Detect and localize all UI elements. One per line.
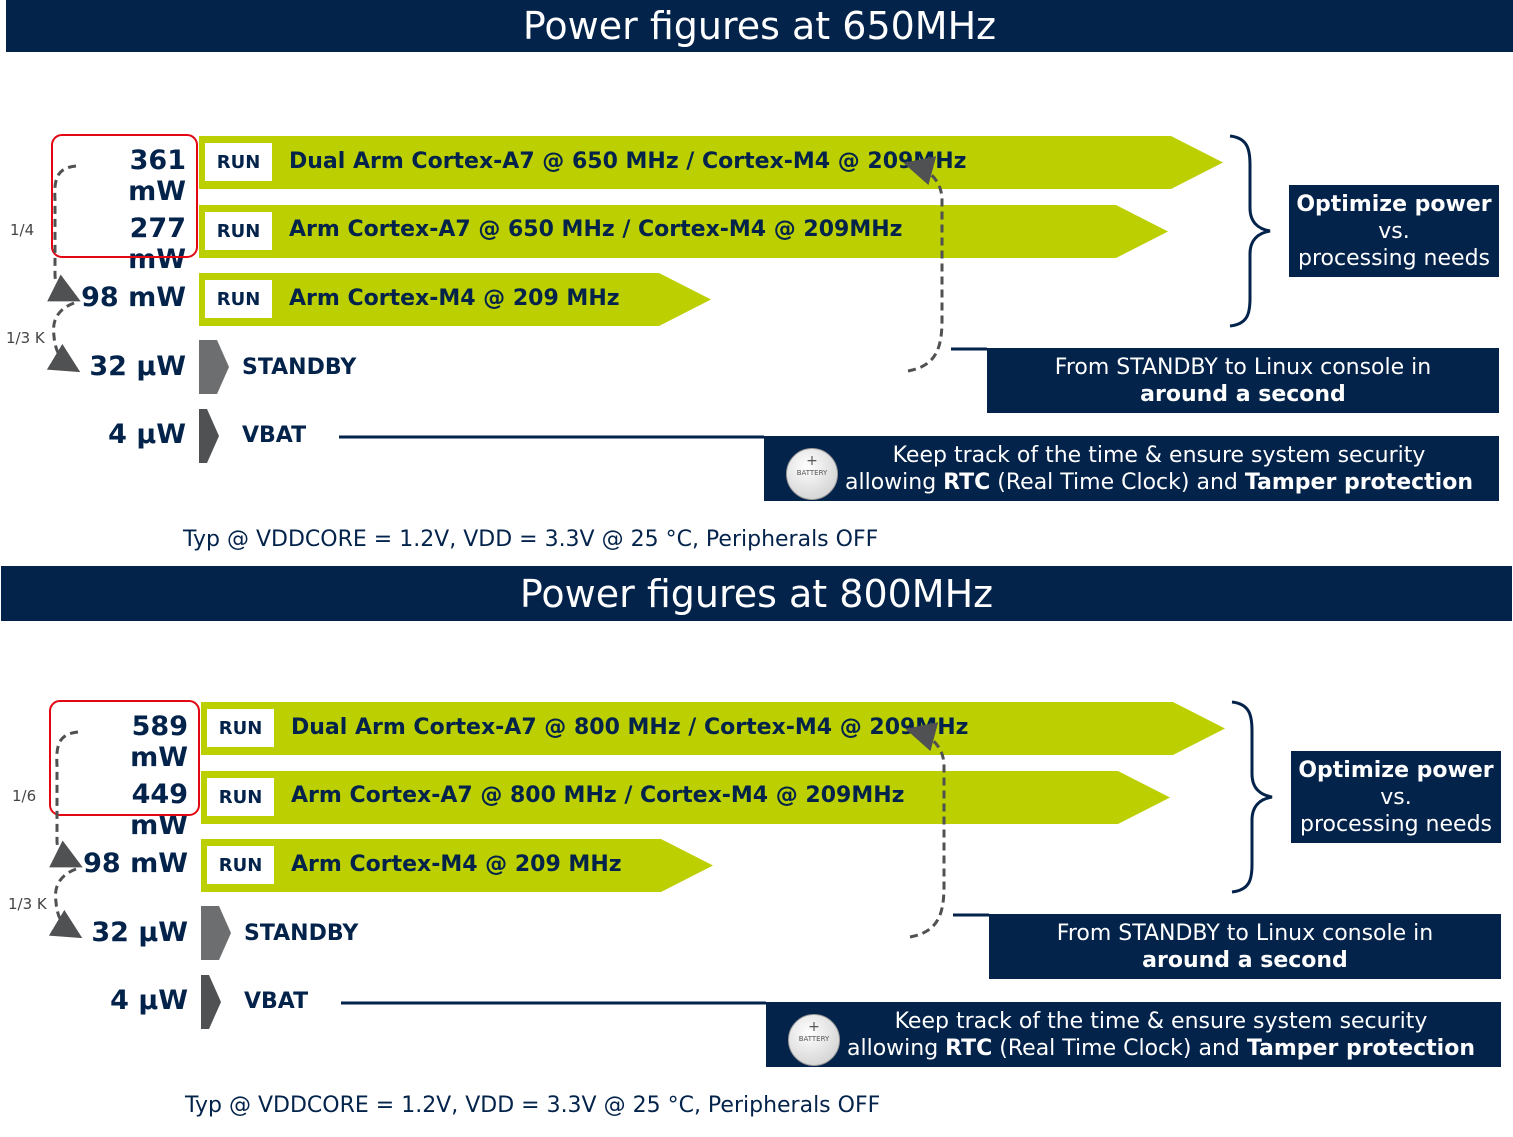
connectors-overlay xyxy=(46,134,1271,439)
vbat-label: VBAT xyxy=(242,423,307,448)
run-bar-a7 xyxy=(199,205,1168,258)
highlight-box xyxy=(51,134,198,258)
connectors-overlay xyxy=(48,700,1273,1005)
vbat-box-tamper: Tamper protection xyxy=(1246,1035,1475,1061)
battery-plus: + xyxy=(808,1019,820,1035)
standby-label: STANDBY xyxy=(244,921,359,946)
ratio-label: 1/6 xyxy=(12,787,37,805)
run-bar-dual-a7 xyxy=(199,136,1223,189)
battery-icon: + BATTERY xyxy=(788,1014,840,1066)
battery-text: BATTERY xyxy=(796,469,828,477)
highlight-box xyxy=(49,700,200,816)
power-value: 98 mW xyxy=(83,848,188,879)
optimize-box: Optimize power vs. processing needs xyxy=(1289,185,1499,277)
power-value: 98 mW xyxy=(81,282,186,313)
optimize-line3: processing needs xyxy=(1300,811,1492,837)
run-badge: RUN xyxy=(205,212,272,250)
power-value: 32 µW xyxy=(91,917,188,948)
vbat-box-line1: Keep track of the time & ensure system s… xyxy=(892,442,1426,468)
run-badge-text: RUN xyxy=(218,786,263,808)
vbat-box-middle: (Real Time Clock) and xyxy=(992,1035,1247,1061)
run-bar-m4 xyxy=(199,273,711,326)
vbat-box-line1: Keep track of the time & ensure system s… xyxy=(894,1008,1428,1034)
run-label-m4: Arm Cortex-M4 @ 209 MHz xyxy=(291,852,622,877)
section-title-text: Power figures at 800MHz xyxy=(519,571,994,616)
run-bar-a7 xyxy=(201,771,1170,824)
brace xyxy=(1231,700,1273,894)
standby-box: From STANDBY to Linux console in around … xyxy=(987,348,1499,413)
section-title-text: Power figures at 650MHz xyxy=(522,4,997,48)
optimize-line2: vs. xyxy=(1380,784,1412,810)
section-title: Power figures at 650MHz xyxy=(6,0,1513,52)
section-title: Power figures at 800MHz xyxy=(1,566,1512,621)
brace xyxy=(1229,134,1271,328)
run-label-a7: Arm Cortex-A7 @ 650 MHz / Cortex-M4 @ 20… xyxy=(289,217,903,242)
footnote: Typ @ VDDCORE = 1.2V, VDD = 3.3V @ 25 °C… xyxy=(183,527,879,552)
optimize-box: Optimize power vs. processing needs xyxy=(1291,751,1501,843)
vbat-box-tamper: Tamper protection xyxy=(1244,469,1473,495)
run-bar-dual-a7 xyxy=(201,702,1225,755)
standby-box-line2: around a second xyxy=(1140,381,1346,407)
vbat-box-middle: (Real Time Clock) and xyxy=(990,469,1245,495)
run-badge: RUN xyxy=(207,846,274,884)
power-value: 361 mW xyxy=(128,145,186,207)
power-value: 32 µW xyxy=(89,351,186,382)
run-badge-text: RUN xyxy=(216,288,261,310)
wakeup-arrow xyxy=(905,722,946,939)
vbat-label: VBAT xyxy=(244,989,309,1014)
standby-box-line1: From STANDBY to Linux console in xyxy=(1056,920,1434,946)
wakeup-arrow xyxy=(903,156,944,373)
run-label-m4: Arm Cortex-M4 @ 209 MHz xyxy=(289,286,620,311)
run-badge-text: RUN xyxy=(218,717,263,739)
battery-text: BATTERY xyxy=(798,1035,830,1043)
power-value: 589 mW xyxy=(130,711,188,773)
optimize-line2: vs. xyxy=(1378,218,1410,244)
section-650mhz: Power figures at 650MHz RUN RUN RUN Dual… xyxy=(0,0,1513,566)
vbat-box-rtc: RTC xyxy=(943,469,991,495)
ratio-arrow-bottom xyxy=(46,301,81,373)
run-badge: RUN xyxy=(205,143,272,181)
vbat-box-rtc: RTC xyxy=(945,1035,993,1061)
ratio-label: 1/3 K xyxy=(8,895,47,913)
section-800mhz: Power figures at 800MHz RUN RUN RUN Dual… xyxy=(0,566,1513,1132)
power-value: 277 mW xyxy=(128,213,186,275)
vbat-box: Keep track of the time & ensure system s… xyxy=(764,436,1499,501)
standby-box: From STANDBY to Linux console in around … xyxy=(989,914,1501,979)
run-badge: RUN xyxy=(207,778,274,816)
footnote: Typ @ VDDCORE = 1.2V, VDD = 3.3V @ 25 °C… xyxy=(185,1093,881,1118)
power-value: 4 µW xyxy=(108,419,186,450)
run-badge-text: RUN xyxy=(216,151,261,173)
ratio-arrow-top xyxy=(49,730,83,868)
run-label-dual-a7: Dual Arm Cortex-A7 @ 650 MHz / Cortex-M4… xyxy=(289,149,967,174)
battery-plus: + xyxy=(806,453,818,469)
ratio-label: 1/3 K xyxy=(6,329,45,347)
ratio-arrow-bottom xyxy=(48,867,83,939)
optimize-line3: processing needs xyxy=(1298,245,1490,271)
optimize-line1: Optimize power xyxy=(1296,191,1492,217)
vbat-box: Keep track of the time & ensure system s… xyxy=(766,1002,1501,1067)
run-badge: RUN xyxy=(205,280,272,318)
standby-label: STANDBY xyxy=(242,355,357,380)
battery-icon: + BATTERY xyxy=(786,448,838,500)
standby-box-line2: around a second xyxy=(1142,947,1348,973)
run-badge-text: RUN xyxy=(216,220,261,242)
run-label-a7: Arm Cortex-A7 @ 800 MHz / Cortex-M4 @ 20… xyxy=(291,783,905,808)
run-badge-text: RUN xyxy=(218,854,263,876)
standby-box-line1: From STANDBY to Linux console in xyxy=(1054,354,1432,380)
vbat-box-prefix: allowing xyxy=(844,469,944,495)
power-value: 4 µW xyxy=(110,985,188,1016)
run-label-dual-a7: Dual Arm Cortex-A7 @ 800 MHz / Cortex-M4… xyxy=(291,715,969,740)
optimize-line1: Optimize power xyxy=(1298,757,1494,783)
run-bar-m4 xyxy=(201,839,713,892)
ratio-label: 1/4 xyxy=(10,221,35,239)
vbat-box-prefix: allowing xyxy=(846,1035,946,1061)
ratio-arrow-top xyxy=(47,164,81,302)
run-badge: RUN xyxy=(207,709,274,747)
